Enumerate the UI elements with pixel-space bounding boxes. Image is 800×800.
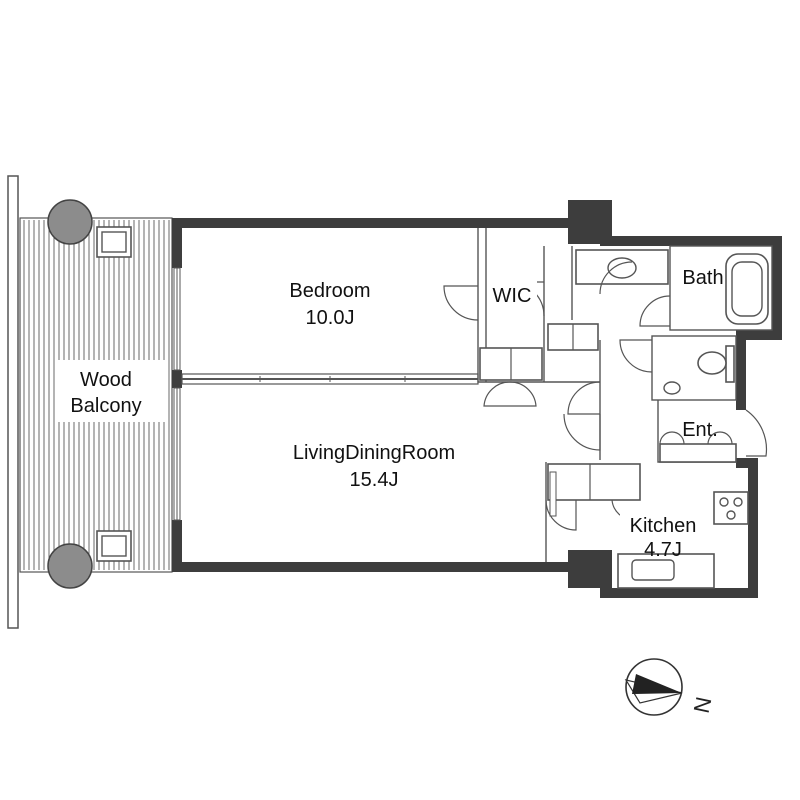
bedroom-area: 10.0J <box>306 307 355 329</box>
living-name: LivingDiningRoom <box>293 442 455 464</box>
balcony-label-line2: Balcony <box>70 395 141 417</box>
balcony-windows <box>173 267 181 521</box>
bedroom-name: Bedroom <box>289 280 370 302</box>
kitchen-counter-left <box>547 463 641 501</box>
north-label: N <box>689 695 717 716</box>
toilet-icon <box>697 351 727 375</box>
wood-balcony <box>7 175 173 629</box>
bathtub-icon <box>725 253 769 325</box>
living-area: 15.4J <box>350 469 399 491</box>
balcony-railing <box>7 175 19 629</box>
exterior-walls <box>172 200 782 598</box>
interior-walls <box>181 228 773 589</box>
north-compass: N <box>624 658 717 716</box>
kitchen-sink-icon <box>631 559 675 581</box>
sink-icon <box>607 257 637 279</box>
toilet-room <box>651 335 737 401</box>
compass-needle-icon <box>632 674 682 694</box>
balcony-unit-bottom-inner <box>101 535 127 557</box>
shoe-cabinet <box>659 443 737 463</box>
vanity <box>575 249 669 285</box>
balcony-planter-bottom <box>47 543 93 589</box>
kitchen-area: 4.7J <box>644 539 682 561</box>
bath-label: Bath <box>682 267 723 289</box>
kitchen-name: Kitchen <box>630 515 697 537</box>
balcony-unit-top-inner <box>101 231 127 253</box>
balcony-label-bg <box>58 360 168 422</box>
entrance-label: Ent. <box>682 419 718 441</box>
balcony-planter-top <box>47 199 93 245</box>
wic-label: WIC <box>493 285 532 307</box>
room-labels: Wood Balcony Bedroom 10.0J WIC Bath Livi… <box>70 264 725 561</box>
balcony-label-line1: Wood <box>80 369 132 391</box>
